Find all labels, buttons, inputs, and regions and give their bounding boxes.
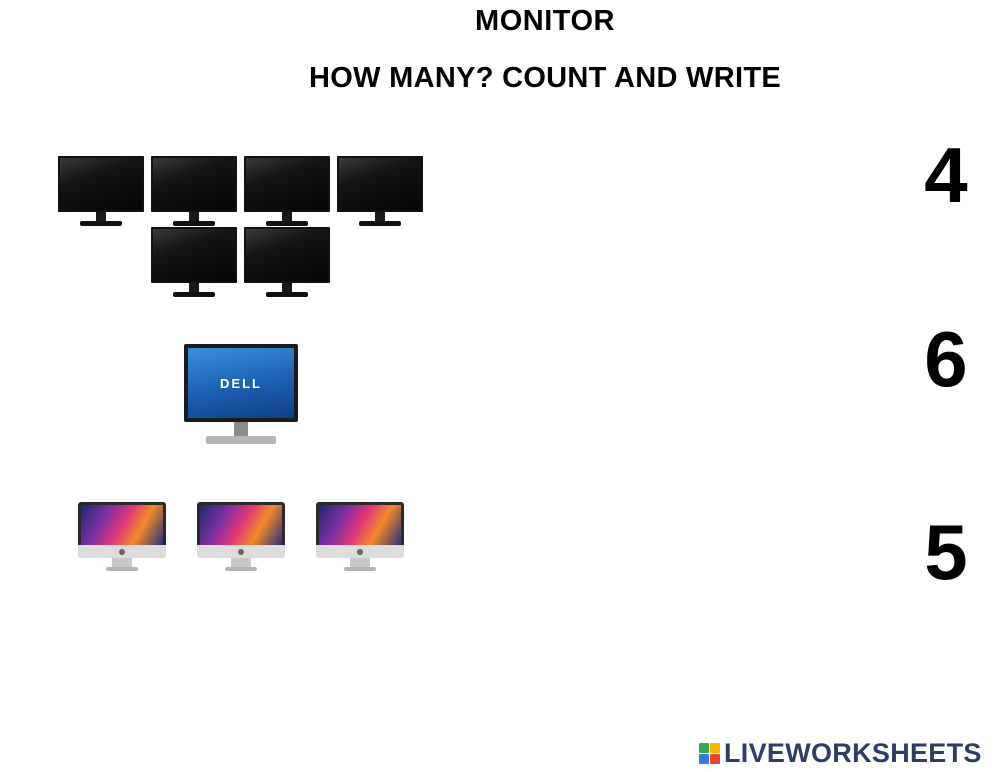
imac-icon xyxy=(197,502,285,574)
black-monitor-icon xyxy=(151,156,237,228)
imac-icon xyxy=(316,502,404,574)
black-monitor-icon xyxy=(244,156,330,228)
answer-box-row-2[interactable]: 6 xyxy=(924,315,968,403)
liveworksheets-logo[interactable]: LIVEWORKSHEETS xyxy=(699,738,982,768)
instruction-text: HOW MANY? COUNT AND WRITE xyxy=(309,62,781,94)
dell-logo: DELL xyxy=(220,376,262,391)
black-monitor-icon xyxy=(244,227,330,299)
liveworksheets-mark-icon xyxy=(699,742,720,764)
answer-box-row-1[interactable]: 4 xyxy=(924,131,968,219)
brand-text: LIVEWORKSHEETS xyxy=(724,737,982,768)
black-monitor-icon xyxy=(58,156,144,228)
page-title: MONITOR xyxy=(475,5,615,37)
black-monitor-icon xyxy=(337,156,423,228)
imac-icon xyxy=(78,502,166,574)
black-monitor-icon xyxy=(151,227,237,299)
answer-box-row-3[interactable]: 5 xyxy=(924,508,968,596)
dell-monitor-icon: DELL xyxy=(184,344,298,448)
